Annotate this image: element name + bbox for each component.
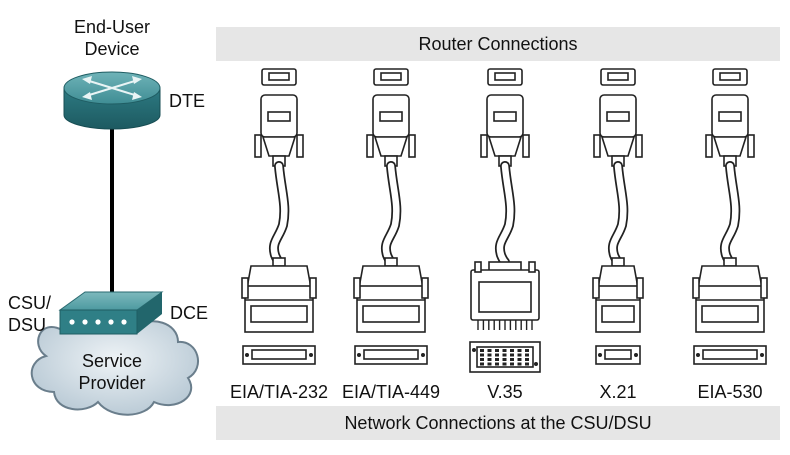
cables-layer [241,68,768,373]
csu-dsu-device [58,291,164,335]
router-device [63,71,161,130]
cable-label-4: X.21 [599,382,637,402]
router-connections-banner: Router Connections [216,27,780,61]
end-user-line1: End-User [73,17,151,37]
cable-3 [469,68,541,373]
cable-1 [241,68,317,365]
cable-4 [592,68,644,365]
network-connections-banner: Network Connections at the CSU/DSU [216,406,780,440]
cable-2 [353,68,429,365]
cloud-line1: Service [81,351,143,371]
csu-led-2 [82,319,88,325]
cable-label-2: EIA/TIA-449 [341,382,441,402]
cloud-line2: Provider [78,373,146,393]
csu-led-3 [95,319,101,325]
dce-label: DCE [170,303,209,323]
network-connections-label: Network Connections at the CSU/DSU [344,412,652,433]
service-provider-label: Service Provider [60,350,164,394]
end-user-device-label: End-User Device [60,16,164,60]
csu-led-4 [108,319,114,325]
router-connections-label: Router Connections [418,33,578,54]
csu-line2: DSU [8,315,47,335]
router-arrows-icon [82,76,142,100]
csu-dsu-label: CSU/ DSU [8,292,51,336]
end-user-line2: Device [84,39,140,59]
cable-5 [692,68,768,365]
dte-label: DTE [169,91,205,111]
cable-label-3: V.35 [487,382,523,402]
csu-line1: CSU/ [8,293,52,313]
csu-led-5 [121,319,127,325]
cable-label-5: EIA-530 [697,382,763,402]
csu-led-1 [69,319,75,325]
cable-label-1: EIA/TIA-232 [229,382,329,402]
